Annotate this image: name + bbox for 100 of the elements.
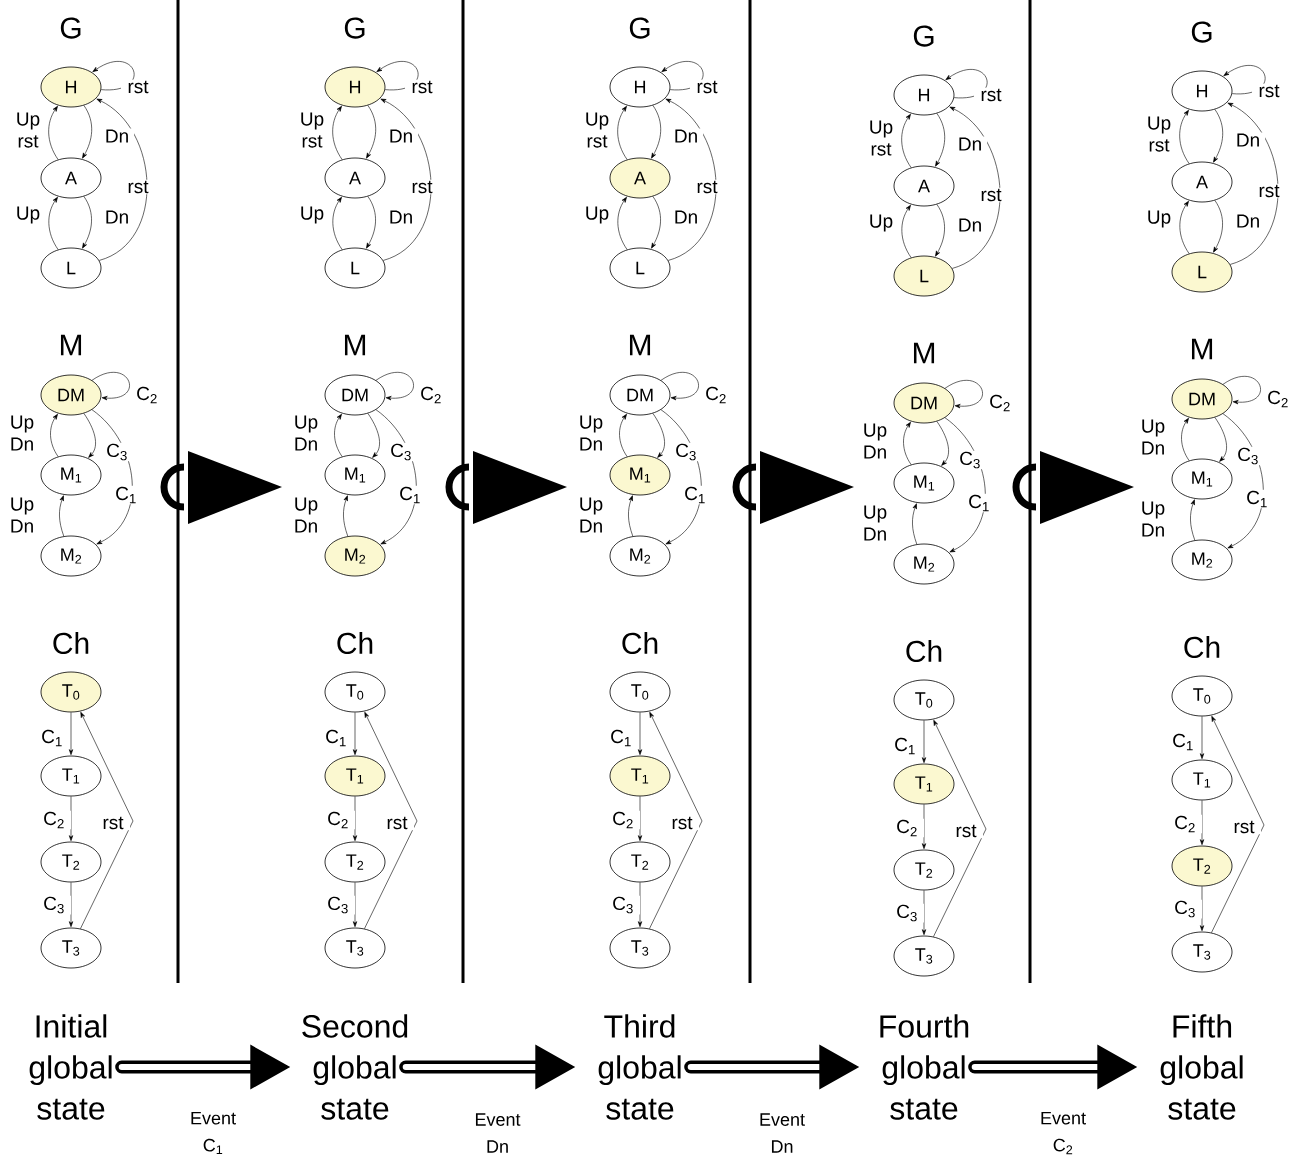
- machine-title: G: [1191, 21, 1212, 43]
- arrow: [661, 61, 704, 90]
- arrow: [364, 711, 418, 929]
- arrow: [334, 413, 343, 457]
- edge-label: Up: [295, 205, 329, 225]
- edge-label: C$_{3}$: [669, 442, 703, 462]
- edge-label: C$_{3}$: [606, 895, 640, 915]
- edge-label: rst: [121, 79, 155, 95]
- edge-label: C$_{1}$: [888, 736, 922, 756]
- edge-label: Up Dn: [1136, 418, 1170, 456]
- state-caption: Fourth global state: [880, 1014, 969, 1120]
- state-caption: Initial global state: [29, 1014, 112, 1120]
- edge-label: Dn: [100, 128, 134, 144]
- edge-label: rst: [974, 187, 1008, 203]
- arrow: [367, 413, 380, 458]
- edge-label: Up Dn: [289, 496, 323, 534]
- arrow: [376, 61, 419, 90]
- edge-label: Up Dn: [1136, 500, 1170, 538]
- edge-label: rst: [1252, 83, 1286, 99]
- state-caption: Third global state: [598, 1014, 681, 1120]
- machine-title: M: [630, 334, 651, 356]
- machine-title: G: [629, 17, 650, 39]
- arrow: [1181, 417, 1190, 461]
- arrow: [375, 372, 414, 401]
- edge-label: Up Dn: [574, 496, 608, 534]
- arrow: [901, 204, 912, 258]
- edge-label: Up rst: [580, 111, 614, 149]
- arrow: [48, 105, 59, 160]
- event-label: Event C$_{1}$: [191, 1111, 236, 1155]
- edge-label: C$_{3}$: [321, 895, 355, 915]
- arrow: [1222, 376, 1261, 405]
- arrow: [1213, 200, 1223, 253]
- arrow: [921, 720, 927, 763]
- event-label: Event C$_{2}$: [1041, 1111, 1086, 1155]
- arrow: [651, 196, 661, 249]
- arrow: [1211, 715, 1265, 933]
- edge-label: Up Dn: [289, 414, 323, 452]
- arrow: [332, 105, 343, 160]
- edge-label: C$_{2}$: [130, 385, 164, 405]
- edge-label: C$_{2}$: [414, 385, 448, 405]
- edge-label: C$_{3}$: [1231, 446, 1265, 466]
- edge-label: Up Dn: [5, 496, 39, 534]
- edge-label: C$_{1}$: [1166, 732, 1200, 752]
- arrow: [912, 503, 918, 545]
- edge-label: C$_{1}$: [1240, 489, 1274, 509]
- edge-label: C$_{2}$: [890, 818, 924, 838]
- arrow: [619, 413, 628, 457]
- machine-title: G: [344, 17, 365, 39]
- arrow: [1214, 417, 1227, 462]
- arrow: [945, 69, 988, 98]
- machine-title: M: [60, 334, 82, 356]
- edge-label: rst: [949, 823, 983, 839]
- machine-title: Ch: [337, 632, 373, 655]
- event-label: Event Dn: [475, 1113, 521, 1153]
- arrow: [1199, 800, 1205, 845]
- edge-label: rst: [405, 179, 439, 195]
- edge-label: rst: [121, 179, 155, 195]
- arrow: [617, 196, 628, 250]
- arrow: [343, 495, 349, 537]
- edge-label: C$_{3}$: [100, 442, 134, 462]
- edge-label: C$_{2}$: [37, 810, 71, 830]
- edge-label: Dn: [669, 209, 703, 225]
- arrow: [1223, 65, 1266, 94]
- edge-label: Dn: [1231, 213, 1265, 229]
- arrow: [92, 61, 135, 90]
- edge-label: C$_{2}$: [1168, 814, 1202, 834]
- edge-label: Up rst: [295, 111, 329, 149]
- edge-label: C$_{1}$: [35, 728, 69, 748]
- arrow: [921, 890, 927, 935]
- machine-title: G: [913, 25, 934, 47]
- edge-label: Dn: [953, 217, 987, 233]
- arrow: [1179, 200, 1190, 254]
- machine-title: Ch: [1184, 636, 1220, 659]
- edge-label: Dn: [1231, 132, 1265, 148]
- arrow: [921, 804, 927, 849]
- arrow: [637, 882, 643, 927]
- edge-label: C$_{2}$: [321, 810, 355, 830]
- arrow: [83, 413, 96, 458]
- arrow: [637, 796, 643, 841]
- edge-label: rst: [974, 87, 1008, 103]
- edge-label: C$_{3}$: [37, 895, 71, 915]
- arrow: [352, 712, 358, 755]
- edge-label: C$_{2}$: [983, 393, 1017, 413]
- arrow: [352, 796, 358, 841]
- arrow: [80, 711, 134, 929]
- edge-label: Up rst: [864, 119, 898, 157]
- arrow: [936, 421, 949, 466]
- arrow: [665, 98, 717, 261]
- arrow: [50, 413, 59, 457]
- edge-label: C$_{2}$: [606, 810, 640, 830]
- edge-label: rst: [96, 815, 130, 831]
- edge-label: Up: [864, 213, 898, 233]
- edge-label: Up Dn: [574, 414, 608, 452]
- edge-label: Up rst: [1142, 115, 1176, 153]
- arrow: [59, 495, 65, 537]
- edge-label: Dn: [384, 128, 418, 144]
- edge-label: Dn: [100, 209, 134, 225]
- edge-label: Dn: [953, 136, 987, 152]
- arrow: [637, 712, 643, 755]
- arrow: [352, 882, 358, 927]
